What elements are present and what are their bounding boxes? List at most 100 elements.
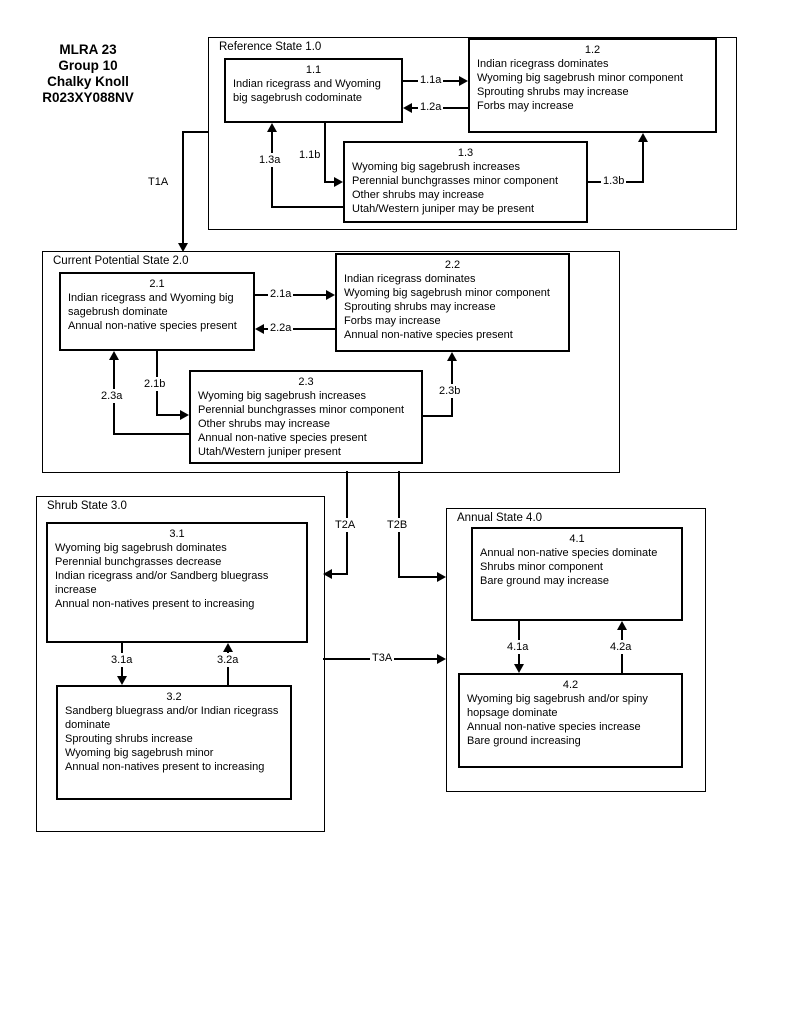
community-lines-2.1: Indian ricegrass and Wyoming big sagebru…: [68, 291, 246, 333]
community-line: Indian ricegrass and/or Sandberg bluegra…: [55, 570, 269, 596]
community-line: Annual non-natives present to increasing: [65, 761, 265, 773]
line-1.1b-horizontal: [324, 181, 336, 183]
community-line: Utah/Western juniper may be present: [352, 203, 534, 215]
pathway-label-1.3b: 1.3b: [601, 174, 627, 188]
community-line: Wyoming big sagebrush minor component: [344, 287, 550, 299]
pathway-label-3.1a: 3.1a: [109, 653, 135, 667]
community-title-4.2: 4.2: [562, 679, 579, 691]
line-1.3a-horizontal: [271, 206, 343, 208]
state-label-reference: Reference State 1.0: [217, 41, 324, 53]
arrowhead-1.1a: [459, 76, 468, 86]
community-title-1.2: 1.2: [584, 44, 601, 56]
line-t2b-horizontal: [398, 576, 437, 578]
community-title-4.1: 4.1: [569, 533, 585, 545]
arrowhead-2.3a: [109, 351, 119, 360]
community-line: Perennial bunchgrasses decrease: [55, 556, 222, 568]
community-box-1.1: 1.1 Indian ricegrass and Wyoming big sag…: [224, 58, 403, 123]
pathway-label-1.3a: 1.3a: [257, 153, 283, 167]
pathway-label-4.2a: 4.2a: [608, 640, 634, 654]
state-label-current-potential: Current Potential State 2.0: [51, 255, 191, 267]
community-line: Sprouting shrubs increase: [65, 733, 193, 745]
community-box-2.1: 2.1 Indian ricegrass and Wyoming big sag…: [59, 272, 255, 351]
arrowhead-1.2a: [403, 103, 412, 113]
line-1.1b-vertical: [324, 123, 326, 183]
community-box-3.2: 3.2 Sandberg bluegrass and/or Indian ric…: [56, 685, 292, 800]
community-line: Annual non-native species present: [198, 432, 367, 444]
pathway-label-2.1a: 2.1a: [268, 287, 294, 301]
line-2.2a: [264, 328, 335, 330]
arrowhead-1.1b: [334, 177, 343, 187]
state-box-current-potential-2.0: Current Potential State 2.0: [42, 251, 620, 473]
community-line: Wyoming big sagebrush dominates: [55, 542, 227, 554]
community-line: Forbs may increase: [477, 100, 574, 112]
community-title-2.1: 2.1: [149, 278, 165, 290]
community-line: Bare ground increasing: [467, 735, 581, 747]
community-line: Other shrubs may increase: [352, 189, 485, 201]
community-line: Annual non-natives present to increasing: [55, 598, 255, 610]
transition-label-t3a: T3A: [370, 651, 395, 665]
pathway-label-1.2a: 1.2a: [418, 100, 444, 114]
line-2.3a-horizontal: [113, 433, 189, 435]
arrowhead-2.1a: [326, 290, 335, 300]
community-line: Sandberg bluegrass and/or Indian ricegra…: [65, 705, 279, 731]
title-group: Group 10: [58, 58, 118, 73]
transition-label-t2b: T2B: [385, 518, 410, 532]
community-title-1.1: 1.1: [305, 64, 322, 76]
community-line: Annual non-native species present: [68, 320, 237, 332]
community-line: Sprouting shrubs may increase: [477, 86, 629, 98]
arrowhead-t2a: [323, 569, 332, 579]
pathway-label-4.1a: 4.1a: [505, 640, 531, 654]
arrowhead-3.2a: [223, 643, 233, 652]
arrowhead-4.2a: [617, 621, 627, 630]
pathway-label-2.3b: 2.3b: [437, 384, 463, 398]
arrowhead-2.2a: [255, 324, 264, 334]
line-t1a-horizontal: [182, 131, 208, 133]
line-2.1b-horizontal: [156, 414, 180, 416]
community-lines-4.2: Wyoming big sagebrush and/or spiny hopsa…: [467, 692, 674, 748]
community-line: Indian ricegrass dominates: [477, 58, 609, 70]
pathway-label-3.2a: 3.2a: [215, 653, 241, 667]
arrowhead-t2b: [437, 572, 446, 582]
pathway-label-2.1b: 2.1b: [142, 377, 168, 391]
pathway-label-1.1a: 1.1a: [418, 73, 444, 87]
title-site-name: Chalky Knoll: [47, 74, 129, 89]
community-line: Wyoming big sagebrush and/or spiny hopsa…: [467, 693, 648, 719]
arrowhead-2.3b: [447, 352, 457, 361]
pathway-label-2.3a: 2.3a: [99, 389, 125, 403]
community-title-3.1: 3.1: [169, 528, 185, 540]
community-line: Wyoming big sagebrush minor: [65, 747, 214, 759]
community-line: Perennial bunchgrasses minor component: [198, 404, 405, 416]
community-line: Forbs may increase: [344, 315, 441, 327]
line-t1a-vertical: [182, 131, 184, 243]
state-box-shrub-3.0: Shrub State 3.0: [36, 496, 325, 832]
transition-label-t2a: T2A: [333, 518, 358, 532]
community-line: Annual non-native species increase: [467, 721, 641, 733]
state-box-annual-4.0: Annual State 4.0: [446, 508, 706, 792]
community-line: Sprouting shrubs may increase: [344, 301, 496, 313]
community-line: Utah/Western juniper present: [198, 446, 341, 458]
arrowhead-4.1a: [514, 664, 524, 673]
state-box-reference-1.0: Reference State 1.0: [208, 37, 737, 230]
line-3.2a: [227, 652, 229, 685]
community-title-2.2: 2.2: [444, 259, 461, 271]
state-label-annual: Annual State 4.0: [455, 512, 545, 524]
arrowhead-3.1a: [117, 676, 127, 685]
community-lines-1.1: Indian ricegrass and Wyoming big sagebru…: [233, 77, 394, 105]
community-line: Annual non-native species dominate: [480, 547, 658, 559]
community-line: Bare ground may increase: [480, 575, 610, 587]
title-site-id: R023XY088NV: [42, 90, 134, 105]
community-line: Annual non-native species present: [344, 329, 513, 341]
line-2.3b-horizontal: [423, 415, 453, 417]
community-title-1.3: 1.3: [457, 147, 474, 159]
arrowhead-1.3b: [638, 133, 648, 142]
